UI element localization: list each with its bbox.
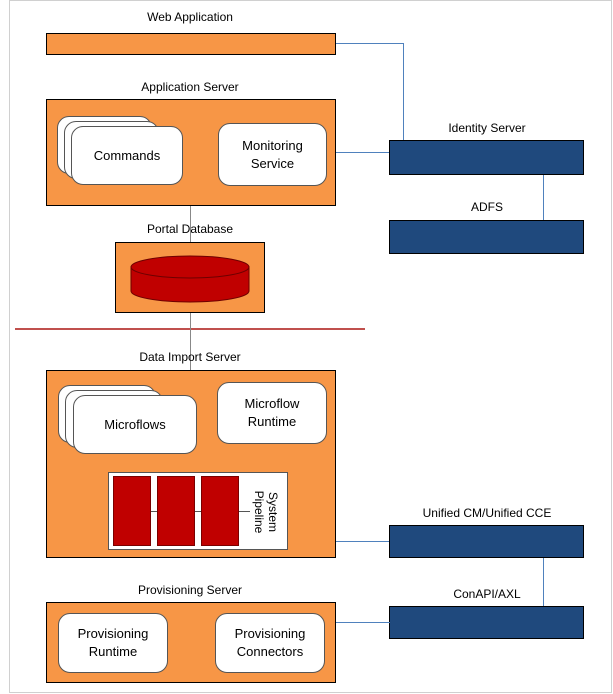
app-to-db-connector bbox=[190, 206, 191, 242]
adfs-label: ADFS bbox=[470, 200, 503, 214]
identity-to-adfs-connector bbox=[543, 175, 544, 220]
import-to-unified-connector bbox=[336, 541, 390, 542]
identity-server-label: Identity Server bbox=[448, 121, 526, 135]
data-import-server-label: Data Import Server bbox=[139, 350, 241, 364]
pipeline-label-line2: Pipeline bbox=[252, 490, 266, 534]
monitoring-label-line1: Monitoring bbox=[242, 137, 303, 153]
application-server-label: Application Server bbox=[141, 80, 239, 94]
commands-label: Commands bbox=[93, 147, 161, 163]
web-application-box bbox=[46, 33, 336, 55]
pipeline-segment-3 bbox=[201, 476, 239, 546]
microflows-card: Microflows bbox=[73, 395, 197, 454]
monitoring-to-identity-connector bbox=[328, 152, 390, 153]
system-pipeline-label: System Pipeline bbox=[250, 477, 280, 547]
microflow-runtime-line1: Microflow bbox=[244, 396, 300, 411]
provisioning-runtime-line1: Provisioning bbox=[77, 626, 149, 641]
conapi-label: ConAPI/AXL bbox=[453, 587, 521, 601]
identity-server-box bbox=[389, 140, 584, 175]
pipeline-label-line1: System bbox=[266, 491, 280, 532]
unified-cm-box bbox=[389, 525, 584, 558]
provisioning-connectors-card: Provisioning Connectors bbox=[215, 613, 325, 673]
unified-cm-label: Unified CM/Unified CCE bbox=[422, 506, 552, 520]
microflows-label: Microflows bbox=[104, 416, 166, 432]
database-cylinder-top bbox=[130, 255, 250, 279]
provisioning-server-label: Provisioning Server bbox=[137, 583, 243, 597]
microflow-runtime-line2: Runtime bbox=[247, 414, 297, 429]
monitoring-service-card: Monitoring Service bbox=[218, 123, 327, 186]
provisioning-runtime-card: Provisioning Runtime bbox=[58, 613, 168, 673]
web-application-label: Web Application bbox=[147, 10, 233, 24]
web-to-identity-connector-v bbox=[403, 43, 404, 140]
provisioning-connectors-line2: Connectors bbox=[236, 644, 304, 659]
web-to-identity-connector-h bbox=[336, 43, 404, 44]
commands-card: Commands bbox=[71, 126, 183, 185]
pipeline-segment-1 bbox=[113, 476, 151, 546]
adfs-box bbox=[389, 220, 584, 254]
db-to-import-connector bbox=[190, 313, 191, 370]
pipeline-link bbox=[150, 511, 250, 512]
conapi-box bbox=[389, 606, 584, 639]
provisioning-connectors-line1: Provisioning bbox=[234, 626, 306, 641]
provisioning-runtime-line2: Runtime bbox=[88, 644, 138, 659]
provisioning-to-conapi-connector bbox=[336, 622, 390, 623]
database-cylinder-icon bbox=[130, 255, 250, 303]
pipeline-segment-2 bbox=[157, 476, 195, 546]
monitoring-label-line2: Service bbox=[250, 155, 295, 171]
diagram-frame bbox=[9, 0, 612, 693]
microflow-runtime-card: Microflow Runtime bbox=[217, 382, 327, 444]
unified-to-conapi-connector bbox=[543, 558, 544, 606]
portal-database-label: Portal Database bbox=[146, 222, 234, 236]
